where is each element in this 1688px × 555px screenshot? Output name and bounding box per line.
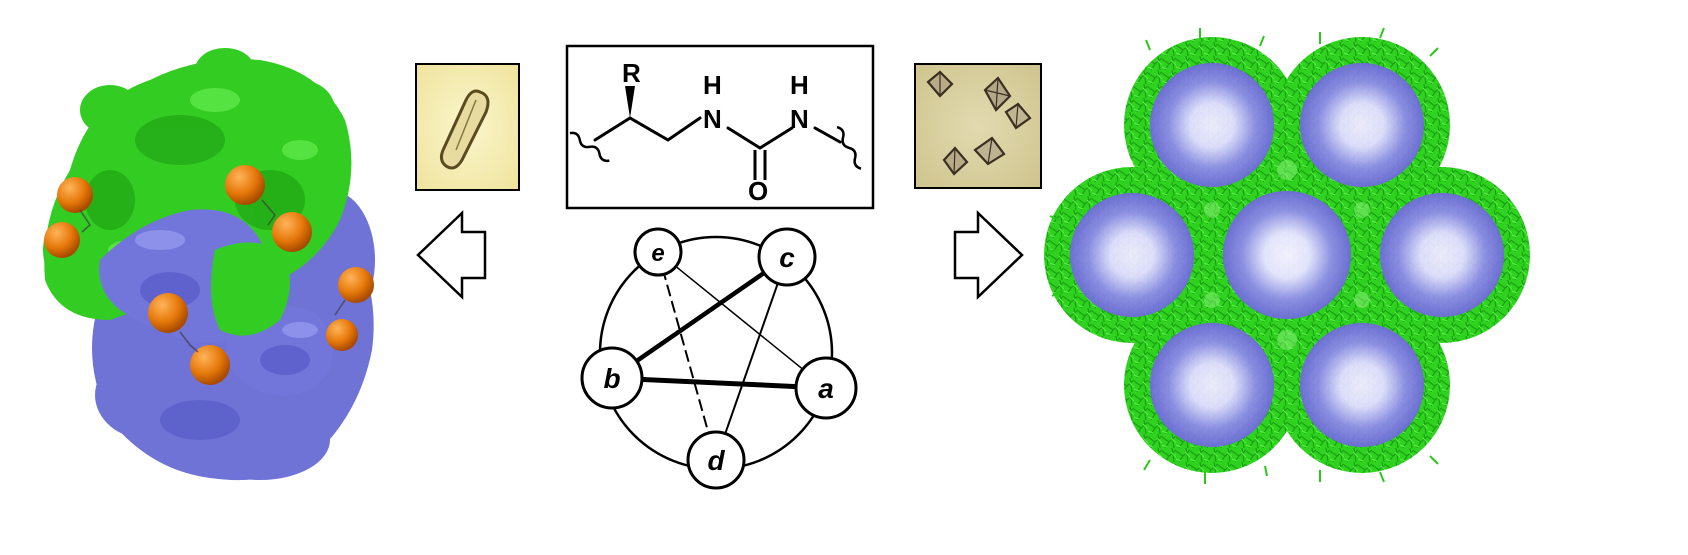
n-label-right: N bbox=[790, 104, 809, 134]
channel-pores bbox=[1070, 63, 1504, 447]
right-arrow bbox=[953, 210, 1024, 300]
wavy-bond-right bbox=[836, 125, 862, 170]
wheel-position-c: c bbox=[757, 227, 817, 287]
n-label-left: N bbox=[703, 104, 722, 134]
rod-crystal bbox=[439, 89, 490, 170]
wheel-position-d: d bbox=[686, 430, 746, 490]
crystal-photo-left bbox=[415, 63, 520, 191]
pore bbox=[1150, 63, 1274, 187]
helical-wheel: a b c d e bbox=[580, 227, 858, 490]
crystal-photo-right bbox=[914, 63, 1042, 189]
pore bbox=[1300, 63, 1424, 187]
svg-text:b: b bbox=[603, 363, 620, 394]
svg-text:d: d bbox=[707, 445, 725, 476]
wheel-position-a: a bbox=[794, 356, 858, 420]
svg-text:e: e bbox=[651, 240, 664, 267]
r-group-label: R bbox=[622, 58, 641, 88]
svg-text:c: c bbox=[779, 242, 795, 273]
svg-text:a: a bbox=[818, 373, 834, 404]
left-arrow bbox=[416, 210, 487, 300]
pore bbox=[1223, 191, 1351, 319]
h-label-right: H bbox=[790, 70, 809, 100]
h-label-left: H bbox=[703, 70, 722, 100]
octahedral-crystals bbox=[926, 70, 1032, 176]
pore bbox=[1150, 323, 1274, 447]
pore bbox=[1070, 193, 1194, 317]
orange-spheres bbox=[44, 165, 374, 385]
pore bbox=[1380, 193, 1504, 317]
pore bbox=[1300, 323, 1424, 447]
hexagonal-lattice bbox=[1044, 27, 1530, 484]
urea-structure: R H N O H N bbox=[565, 44, 875, 210]
wheel-position-e: e bbox=[633, 227, 683, 277]
oxygen-label: O bbox=[748, 176, 768, 206]
wheel-position-b: b bbox=[580, 346, 644, 410]
helix-bundle-surface-model bbox=[43, 48, 375, 481]
wavy-bond-left bbox=[569, 131, 610, 163]
